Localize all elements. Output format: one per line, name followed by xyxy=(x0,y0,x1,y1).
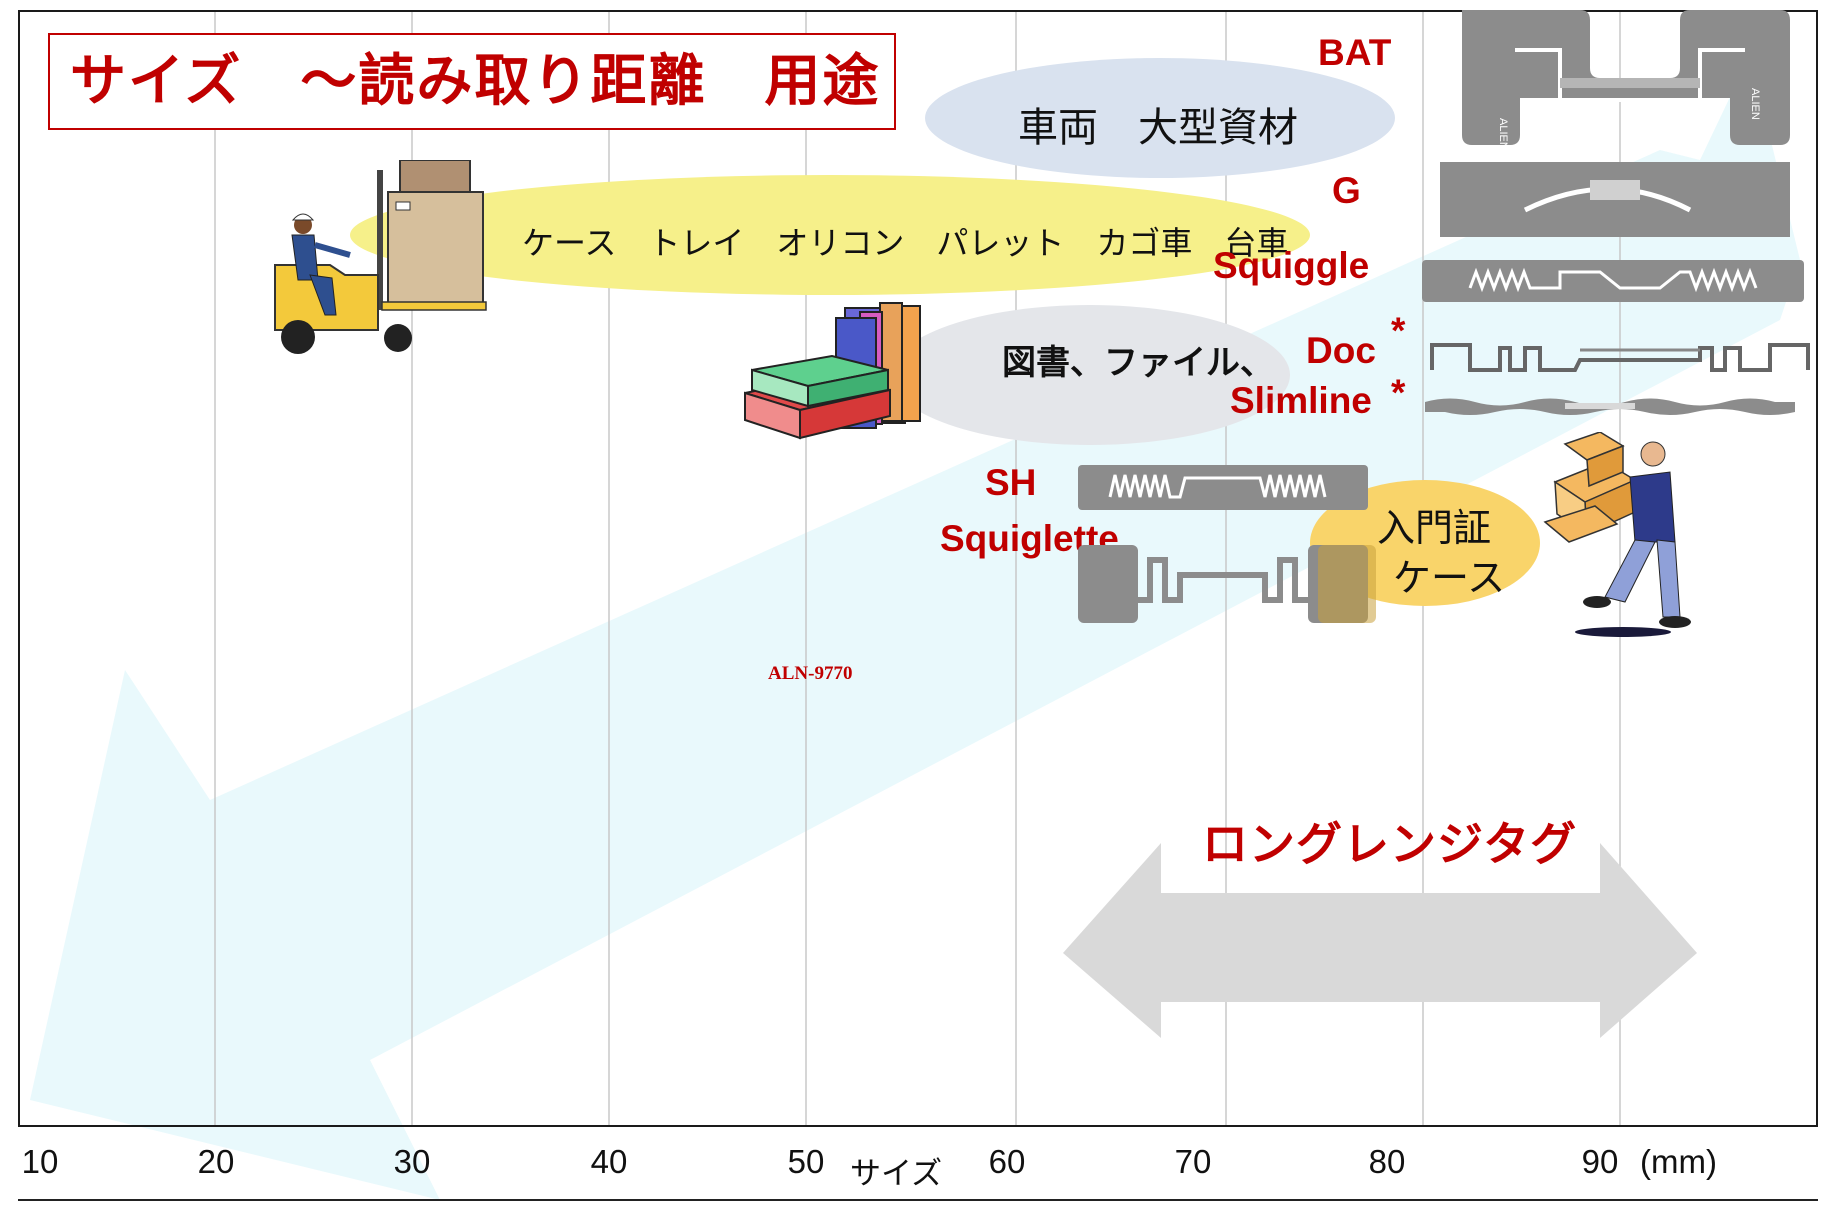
svg-text:ALIEN: ALIEN xyxy=(1497,118,1509,150)
sh-tag-icon xyxy=(1078,465,1368,510)
books-ellipse xyxy=(890,305,1290,445)
badge-label-line2: ケース xyxy=(1393,556,1506,600)
tag-slimline-asterisk: * xyxy=(1391,372,1406,413)
badge-overlap xyxy=(1318,545,1376,623)
axis-tick-40: 40 xyxy=(590,1143,628,1180)
tag-label-doc: Doc xyxy=(1306,330,1376,371)
axis-tick-20: 20 xyxy=(197,1143,235,1180)
squiggle-tag-icon xyxy=(1422,260,1804,302)
tag-label-squiggle: Squiggle xyxy=(1213,245,1370,286)
tag-label-g: G xyxy=(1332,170,1361,211)
axis-tick-30: 30 xyxy=(393,1143,431,1180)
case-ellipse xyxy=(350,175,1310,295)
axis-tick-70: 70 xyxy=(1174,1143,1212,1180)
axis-tick-60: 60 xyxy=(988,1143,1026,1180)
case-label: ケース トレイ オリコン パレット カゴ車 台車 xyxy=(522,224,1289,262)
axis-tick-90: 90 xyxy=(1581,1143,1619,1180)
vehicle-ellipse xyxy=(925,58,1395,178)
slimline-tag-icon xyxy=(1425,398,1795,415)
tag-label-sh: SH xyxy=(985,462,1037,503)
books-icon xyxy=(744,302,921,440)
vehicle-label: 車両 大型資材 xyxy=(1018,105,1298,151)
page-title: サイズ ～読み取り距離 用途 xyxy=(48,33,896,130)
long-range-label: ロングレンジタグ xyxy=(1202,818,1578,870)
bat-tag-icon: ALIEN ALIEN xyxy=(1462,10,1790,150)
tag-label-bat: BAT xyxy=(1318,32,1392,73)
badge-label-line1: 入門証 xyxy=(1377,506,1492,550)
axis-unit: (mm) xyxy=(1640,1143,1717,1180)
worker-carrying-boxes-icon xyxy=(1543,432,1691,637)
doc-tag-icon xyxy=(1430,343,1810,372)
tag-label-aln: ALN-9770 xyxy=(768,663,853,684)
long-range-arrow xyxy=(1063,843,1697,1038)
forklift-icon xyxy=(274,160,487,354)
axis-tick-10: 10 xyxy=(21,1143,59,1180)
axis-tick-50: 50 xyxy=(787,1143,825,1180)
tag-label-slimline: Slimline xyxy=(1230,380,1372,421)
plot-frame xyxy=(18,10,1818,1127)
tag-doc-asterisk: * xyxy=(1391,310,1406,351)
axis-tick-80: 80 xyxy=(1368,1143,1406,1180)
axis-label: サイズ xyxy=(850,1156,943,1192)
g-tag-icon xyxy=(1440,162,1790,237)
svg-text:ALIEN: ALIEN xyxy=(1749,88,1761,120)
books-label: 図書、ファイル、 xyxy=(1002,343,1274,383)
